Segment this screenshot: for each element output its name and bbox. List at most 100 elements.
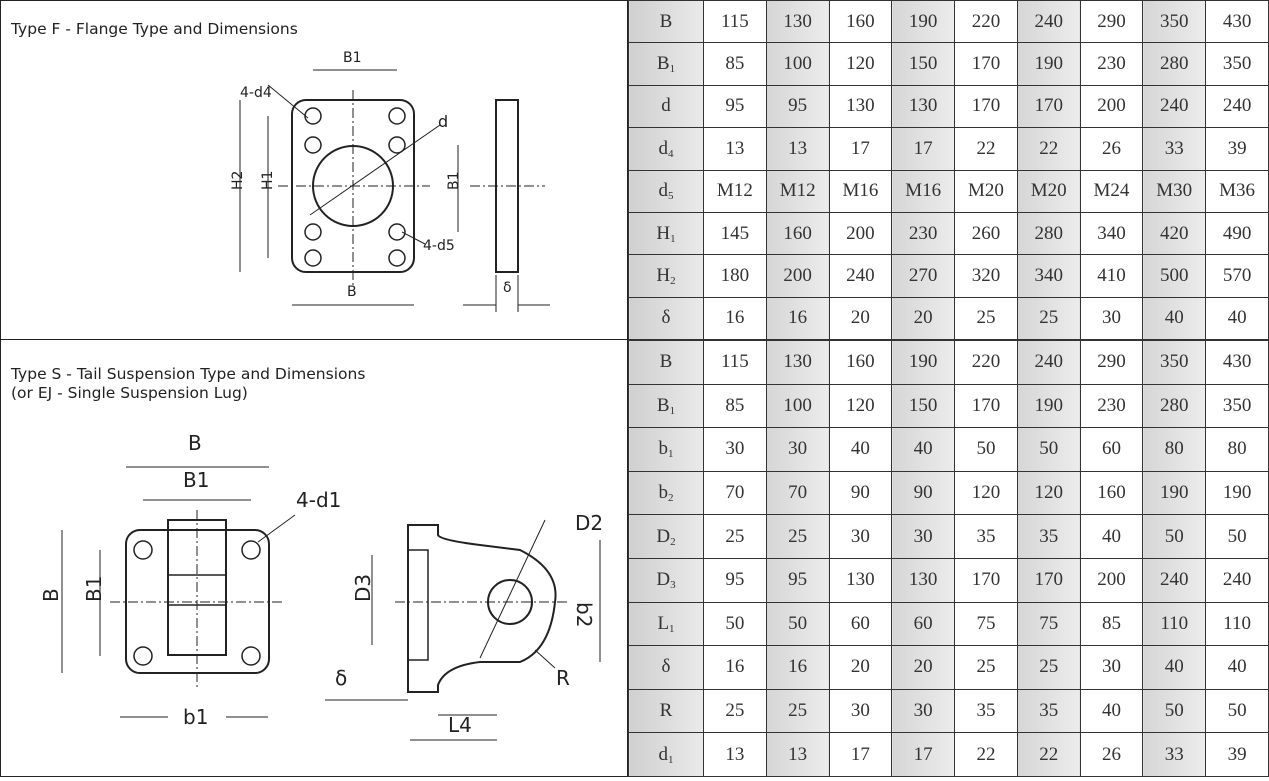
table-cell: 280 (1016, 211, 1081, 256)
table-cell: 33 (1142, 127, 1207, 171)
table-cell: 40 (828, 427, 893, 472)
table-cell: 50 (703, 601, 767, 647)
row-label-text: H (656, 222, 671, 244)
table-cell: M30 (1142, 169, 1207, 213)
table-cell: M36 (1205, 169, 1269, 213)
table-cell: 17 (891, 127, 956, 171)
table-cell: 35 (954, 688, 1018, 734)
table-cell: 190 (891, 340, 956, 385)
label-d: d (438, 112, 448, 131)
label-b1: B1 (343, 50, 362, 66)
row-label: L1 (628, 601, 704, 647)
row-label-subscript: 3 (670, 579, 676, 592)
row-label-subscript: 4 (668, 147, 674, 160)
label-r: R (556, 666, 570, 690)
table-cell: 170 (954, 42, 1018, 86)
table-cell: 230 (891, 211, 956, 256)
table-cell: 280 (1142, 383, 1207, 429)
table-cell: M12 (765, 169, 830, 213)
table-cell: 50 (1142, 514, 1207, 559)
table-cell: 170 (954, 84, 1018, 129)
table-cell: 170 (1016, 557, 1081, 603)
table-cell: 30 (891, 688, 956, 734)
label-4-d5: 4-d5 (423, 238, 455, 254)
label-b2: b2 (572, 602, 596, 627)
row-label-subscript: 1 (668, 753, 674, 766)
row-label: D3 (628, 557, 704, 603)
suspension-diagram-panel: Type S - Tail Suspension Type and Dimens… (0, 340, 628, 777)
table-cell: 120 (1016, 470, 1081, 516)
table-cell: 50 (1142, 688, 1207, 734)
table-cell: 40 (1205, 296, 1269, 341)
table-cell: 240 (1142, 557, 1207, 603)
row-label: R (628, 688, 704, 734)
table-cell: 13 (765, 732, 830, 777)
row-label: B (628, 340, 704, 385)
row-label: B1 (628, 383, 704, 429)
table-cell: 110 (1205, 601, 1269, 647)
label-b: B (347, 284, 357, 300)
table-cell: 95 (765, 84, 830, 129)
table-cell: 120 (828, 42, 893, 86)
table-cell: 430 (1205, 0, 1269, 44)
table-cell: 240 (1142, 84, 1207, 129)
suspension-subtitle: (or EJ - Single Suspension Lug) (11, 384, 248, 402)
table-cell: 50 (954, 427, 1018, 472)
table-cell: 145 (703, 211, 767, 256)
table-cell: 150 (891, 42, 956, 86)
label-h2: H2 (230, 171, 246, 190)
table-cell: 17 (891, 732, 956, 777)
table-cell: 110 (1142, 601, 1207, 647)
table-cell: 170 (954, 383, 1018, 429)
table-cell: 120 (954, 470, 1018, 516)
row-label-subscript: 1 (670, 232, 676, 245)
row-label: H1 (628, 211, 704, 256)
row-label-text: D (656, 525, 671, 547)
table-cell: 25 (1016, 296, 1081, 341)
table-cell: 22 (954, 127, 1018, 171)
row-label-text: δ (661, 307, 671, 329)
table-cell: 230 (1079, 42, 1144, 86)
table-cell: 20 (891, 645, 956, 690)
table-cell: 80 (1142, 427, 1207, 472)
label-d2: D2 (575, 511, 603, 535)
table-cell: 90 (891, 470, 956, 516)
table-cell: 150 (891, 383, 956, 429)
row-label-subscript: 1 (669, 63, 676, 76)
table-cell: 13 (703, 732, 767, 777)
row-label-text: d (658, 137, 669, 159)
table-cell: 190 (891, 0, 956, 44)
table-cell: 220 (954, 340, 1018, 385)
label-b1-vertical: B1 (82, 576, 106, 602)
label-b1-vertical: B1 (446, 171, 462, 190)
table-cell: 130 (891, 84, 956, 129)
row-label: d (628, 84, 704, 129)
table-cell: 350 (1205, 383, 1269, 429)
row-label-text: B (656, 394, 670, 416)
row-label-subscript: 2 (670, 274, 676, 287)
table-cell: 85 (1079, 601, 1144, 647)
row-label-text: d (658, 180, 669, 202)
table-cell: 40 (1079, 514, 1144, 559)
table-cell: 160 (828, 340, 893, 385)
table-cell: 80 (1205, 427, 1269, 472)
table-cell: 35 (954, 514, 1018, 559)
table-cell: 95 (703, 84, 767, 129)
table-cell: 130 (891, 557, 956, 603)
table-cell: 200 (765, 254, 830, 298)
table-cell: 240 (1205, 557, 1269, 603)
table-cell: 180 (703, 254, 767, 298)
table-cell: 95 (765, 557, 830, 603)
table-cell: 130 (765, 340, 830, 385)
label-b1: B1 (183, 468, 209, 492)
row-label-text: B (659, 351, 673, 373)
table-cell: 50 (1205, 688, 1269, 734)
row-label-text: d (658, 743, 669, 765)
